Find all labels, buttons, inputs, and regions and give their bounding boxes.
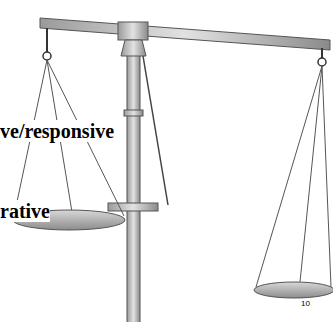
hook [46, 28, 48, 52]
page-number: 10 [301, 300, 310, 309]
scale-side-label: rative [0, 200, 50, 222]
hook [43, 52, 51, 60]
string [256, 66, 322, 287]
pointer [142, 50, 168, 205]
pole-ring [124, 110, 143, 116]
scale-side-label: ve/responsive [0, 120, 114, 142]
beam [40, 18, 330, 50]
beam-hub [118, 22, 148, 40]
hook [321, 48, 323, 58]
hub-base [121, 40, 146, 56]
hook [318, 58, 326, 66]
right-pan [254, 282, 333, 298]
string [322, 66, 331, 287]
pole [127, 38, 140, 322]
crossbar [108, 203, 158, 211]
string [300, 66, 322, 282]
